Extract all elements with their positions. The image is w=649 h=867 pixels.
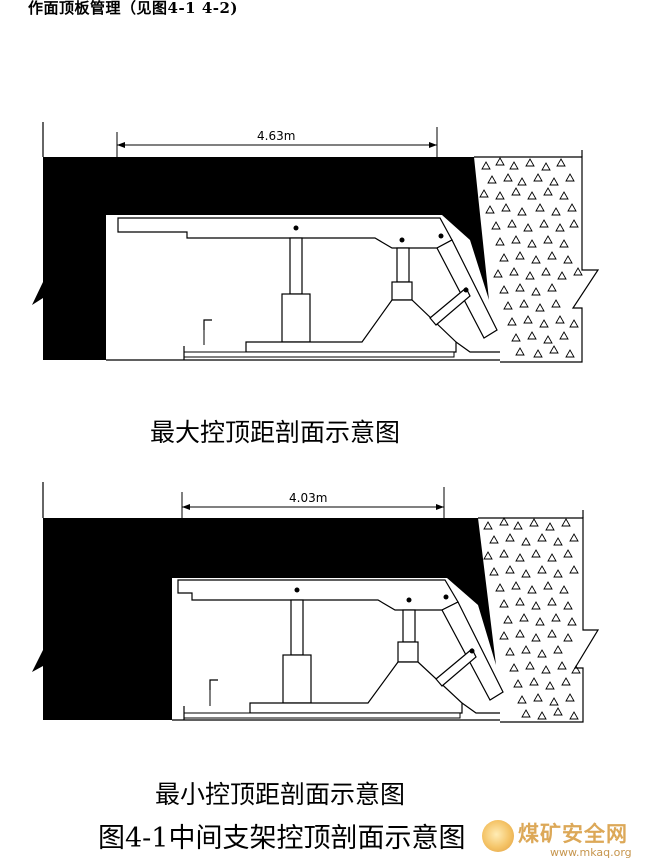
roof-rock (32, 157, 489, 360)
support-canopy (177, 579, 459, 611)
min-distance-diagram: 4.03m (32, 482, 600, 723)
max-distance-caption: 最大控顶距剖面示意图 (150, 418, 401, 447)
site-logo-icon (482, 820, 514, 852)
figure-title: 图4-1中间支架控顶剖面示意图 (98, 823, 466, 854)
min-distance-caption: 最小控顶距剖面示意图 (155, 780, 406, 809)
dimension-label: 4.63m (257, 129, 295, 143)
watermark-title: 煤矿安全网 (518, 822, 628, 846)
support-canopy (117, 217, 453, 249)
dimension-line (116, 127, 438, 157)
dimension-label: 4.03m (289, 491, 327, 505)
section-header-text: 作面顶板管理（见图4-1 4-2) (28, 0, 239, 17)
goaf-area (478, 517, 600, 723)
roof-rock (32, 518, 496, 720)
max-distance-diagram: 4.63m (32, 122, 600, 363)
goaf-area (474, 150, 600, 363)
watermark-url: www.mkaq.org (550, 846, 632, 859)
site-watermark: 煤矿安全网 www.mkaq.org (480, 818, 640, 863)
dimension-line (181, 487, 445, 518)
